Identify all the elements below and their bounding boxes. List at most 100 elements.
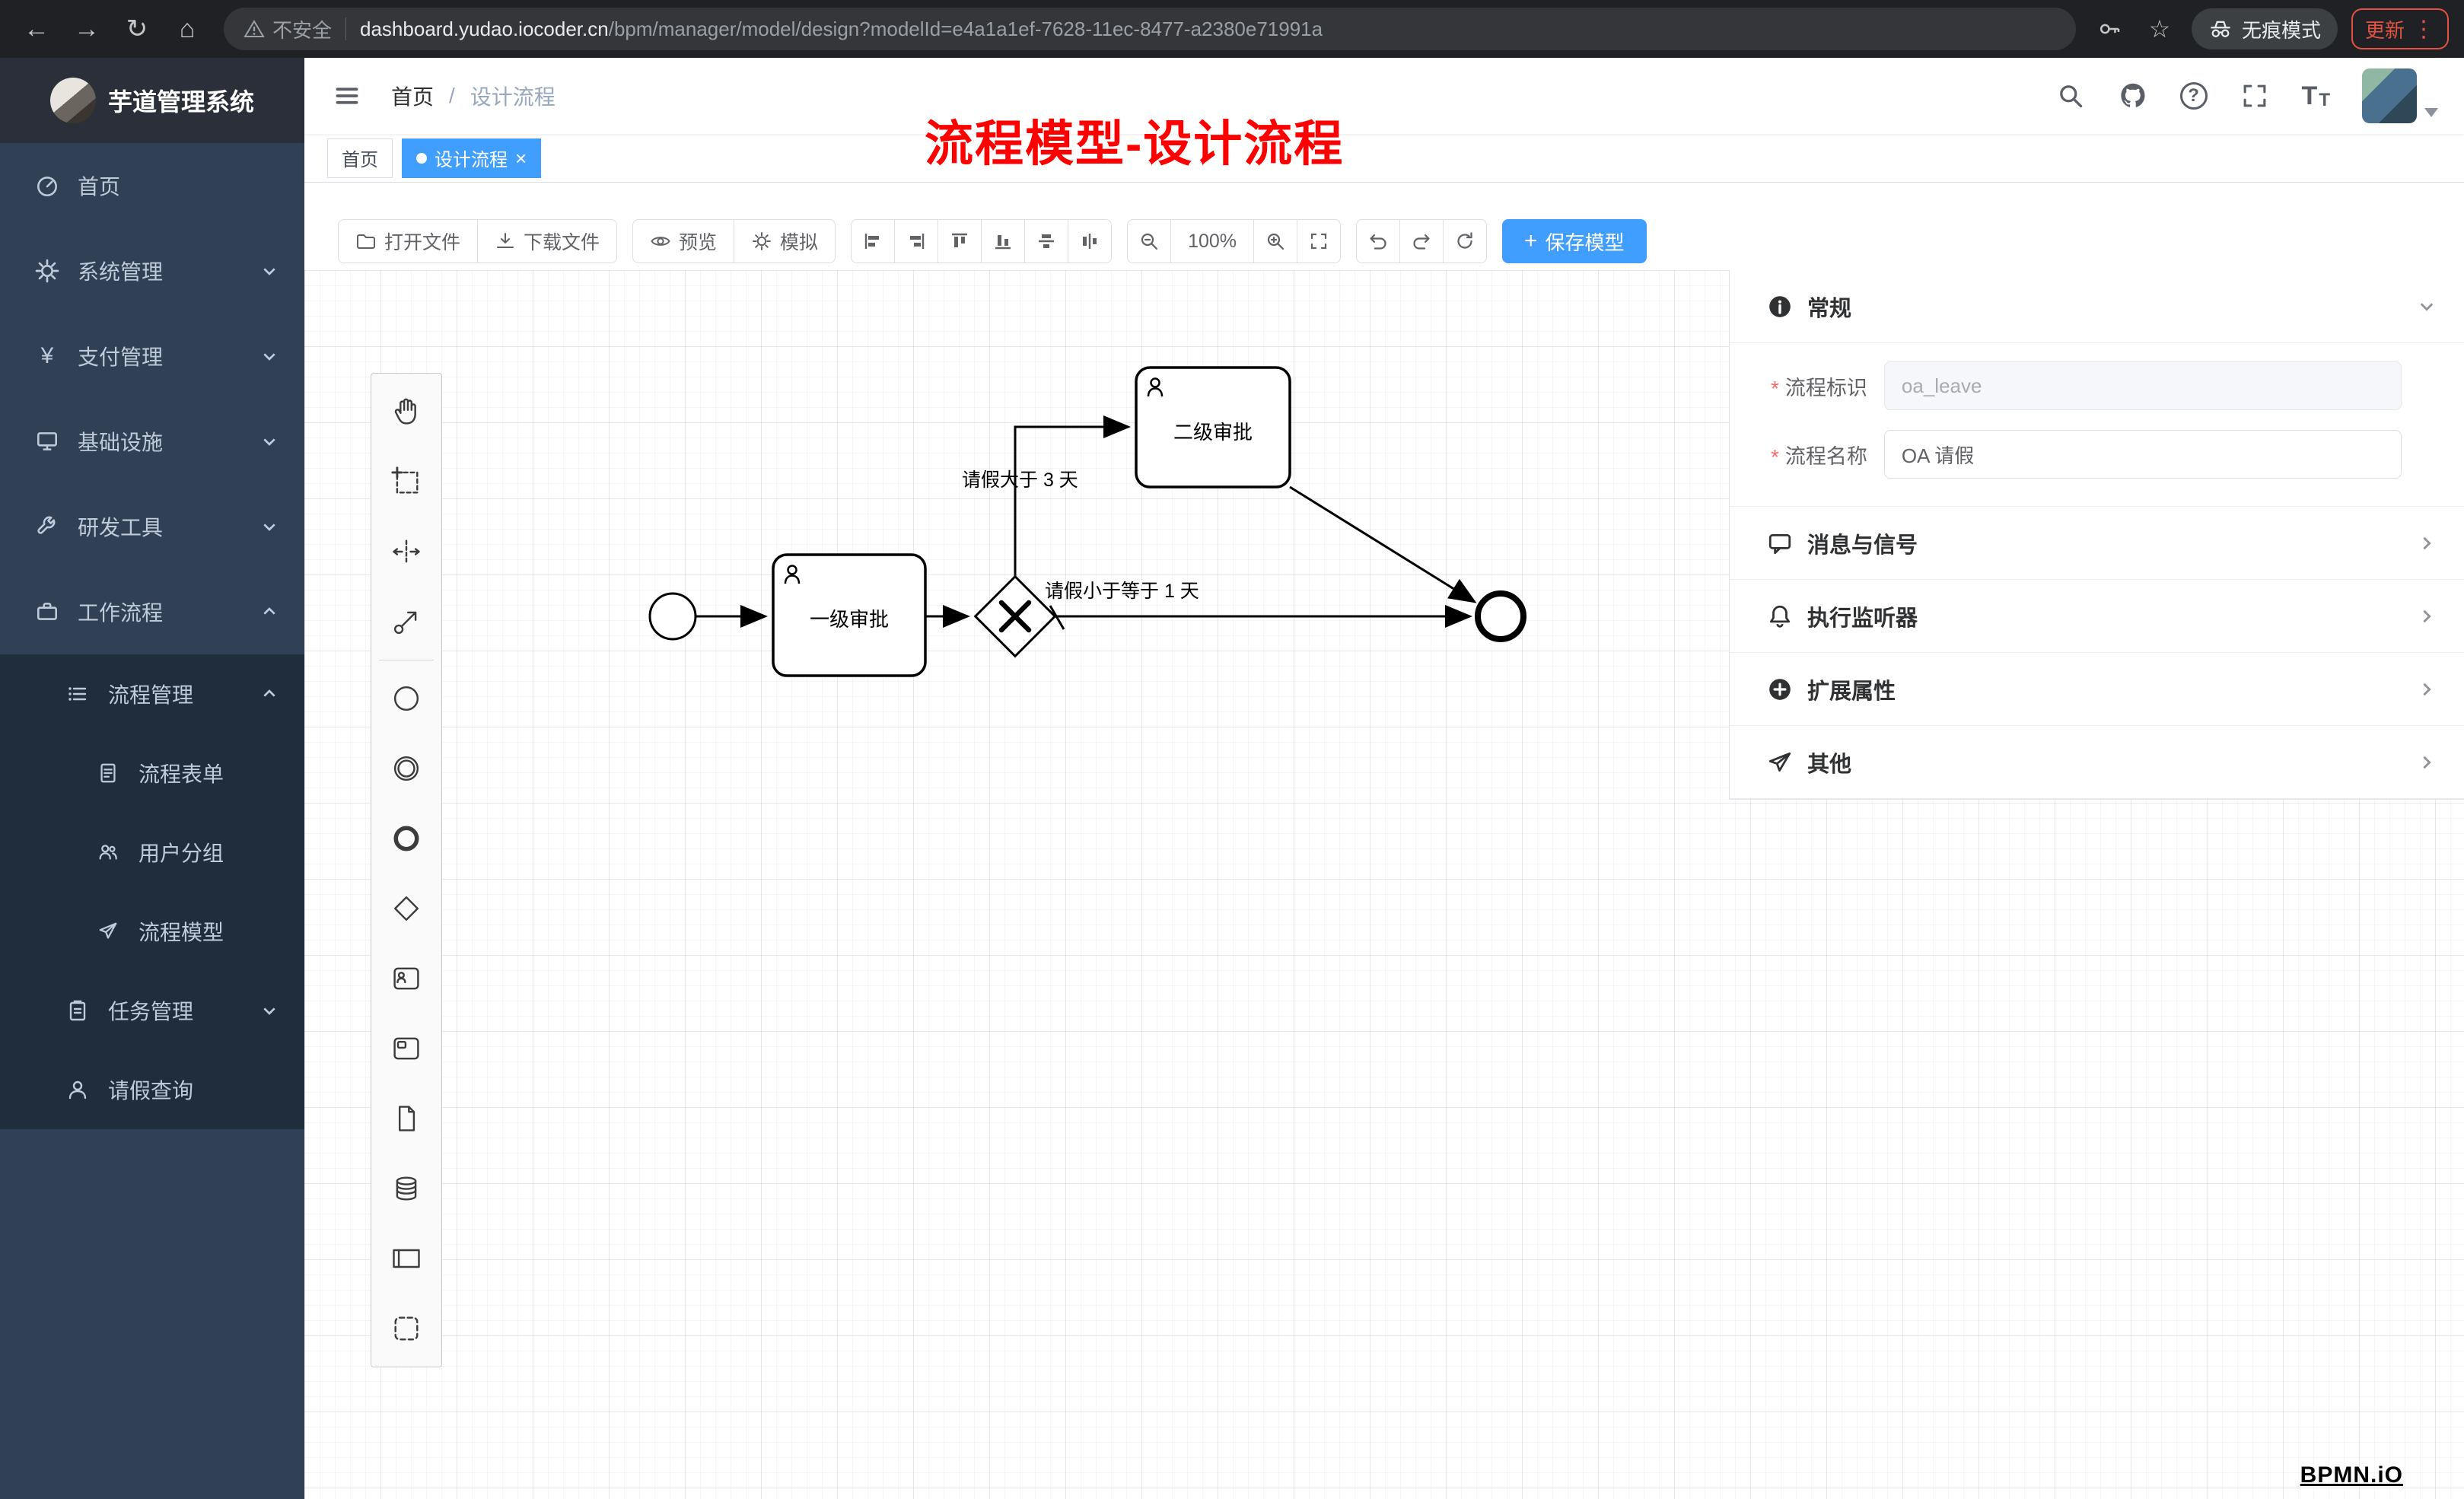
gateway-icon <box>394 896 419 921</box>
panel-section-execution-listener[interactable]: 执行监听器 <box>1730 580 2464 653</box>
flow-task2-to-end[interactable] <box>1289 485 1477 603</box>
hamburger-icon[interactable] <box>330 79 364 113</box>
sidebar-item-infrastructure[interactable]: 基础设施 <box>0 399 304 484</box>
download-file-button[interactable]: 下载文件 <box>477 219 618 263</box>
palette-create-participant[interactable] <box>371 1224 441 1294</box>
palette-create-user-task[interactable] <box>371 944 441 1014</box>
global-connect-icon <box>393 611 417 635</box>
not-secure-label[interactable]: 不安全 <box>272 18 333 42</box>
panel-section-extended-attributes[interactable]: 扩展属性 <box>1730 653 2464 726</box>
palette-create-group[interactable] <box>371 1294 441 1364</box>
align-bottom-button[interactable] <box>981 219 1026 263</box>
align-vertical-center-button[interactable] <box>1068 219 1113 263</box>
url-host: dashboard.yudao.iocoder.cn <box>360 17 609 40</box>
help-icon[interactable]: ? <box>2179 82 2208 110</box>
palette-create-end-event[interactable] <box>371 804 441 874</box>
close-icon[interactable]: × <box>515 146 527 170</box>
sidebar-item-process-form[interactable]: 流程表单 <box>0 734 304 813</box>
user-menu[interactable] <box>2362 68 2438 123</box>
back-icon[interactable]: ← <box>24 14 49 43</box>
chrome-update-button[interactable]: 更新 ⋮ <box>2351 8 2449 49</box>
align-horizontal-center-button[interactable] <box>1024 219 1069 263</box>
app-logo[interactable]: 芋道管理系统 <box>0 58 304 143</box>
align-right-icon <box>910 234 925 249</box>
preview-button[interactable]: 预览 <box>632 219 735 263</box>
palette-space-tool[interactable] <box>371 517 441 587</box>
process-name-input[interactable] <box>1883 430 2402 479</box>
palette-create-gateway[interactable] <box>371 874 441 944</box>
zoom-out-button[interactable] <box>1127 219 1172 263</box>
wrench-icon <box>33 513 61 540</box>
breadcrumb-separator: / <box>449 84 455 107</box>
flow-label-gt3[interactable]: 请假大于 3 天 <box>962 469 1078 491</box>
palette-global-connect-tool[interactable] <box>371 587 441 657</box>
start-event[interactable] <box>648 592 697 641</box>
bookmark-star-icon[interactable]: ☆ <box>2148 15 2171 43</box>
process-key-input[interactable] <box>1883 361 2402 410</box>
user-task-level1[interactable] <box>772 553 927 677</box>
palette-create-task[interactable] <box>371 1014 441 1084</box>
home-icon[interactable]: ⌂ <box>179 14 196 43</box>
sidebar-item-process-model[interactable]: 流程模型 <box>0 892 304 971</box>
palette-hand-tool[interactable] <box>371 377 441 447</box>
url-bar[interactable]: 不安全 dashboard.yudao.iocoder.cn /bpm/mana… <box>224 8 2076 50</box>
undo-button[interactable] <box>1356 219 1401 263</box>
sidebar-item-leave-query[interactable]: 请假查询 <box>0 1050 304 1129</box>
align-top-button[interactable] <box>938 219 982 263</box>
chevron-down-icon <box>260 262 279 280</box>
align-right-button[interactable] <box>894 219 939 263</box>
user-task-level2[interactable] <box>1135 366 1291 489</box>
panel-section-general[interactable]: 常规 <box>1730 270 2464 343</box>
palette-create-intermediate-event[interactable] <box>371 734 441 804</box>
omnibox-divider <box>345 18 347 40</box>
fullscreen-icon[interactable] <box>2240 81 2270 111</box>
undo-icon <box>1370 234 1386 250</box>
browser-chrome: ← → ↻ ⌂ 不安全 dashboard.yudao.iocoder.cn /… <box>0 0 2464 58</box>
open-file-button[interactable]: 打开文件 <box>338 219 479 263</box>
sidebar-item-process-management[interactable]: 流程管理 <box>0 654 304 734</box>
flow-gateway-to-task2[interactable] <box>1014 415 1131 577</box>
palette-create-data-store[interactable] <box>371 1154 441 1224</box>
save-model-button[interactable]: + 保存模型 <box>1502 219 1647 263</box>
palette-create-data-object[interactable] <box>371 1084 441 1154</box>
app-title: 芋道管理系统 <box>107 88 254 116</box>
palette-lasso-tool[interactable] <box>371 447 441 517</box>
zoom-reset-button[interactable] <box>1297 219 1342 263</box>
sidebar-item-home[interactable]: 首页 <box>0 143 304 228</box>
panel-section-message-signal[interactable]: 消息与信号 <box>1730 507 2464 580</box>
incognito-badge[interactable]: 无痕模式 <box>2191 8 2338 49</box>
field-label: 流程名称 <box>1784 444 1867 468</box>
zoom-in-button[interactable] <box>1253 219 1298 263</box>
avatar[interactable] <box>2362 68 2417 123</box>
forward-icon[interactable]: → <box>74 14 100 43</box>
align-left-button[interactable] <box>851 219 896 263</box>
palette-create-start-event[interactable] <box>371 664 441 734</box>
github-icon[interactable] <box>2118 81 2148 111</box>
participant-icon <box>393 1249 420 1268</box>
simulate-button[interactable]: 模拟 <box>734 219 836 263</box>
sidebar-item-payment[interactable]: ¥ 支付管理 <box>0 313 304 399</box>
panel-section-other[interactable]: 其他 <box>1730 726 2464 799</box>
breadcrumb-home[interactable]: 首页 <box>391 85 435 109</box>
end-event[interactable] <box>1475 590 1526 642</box>
reload-icon[interactable]: ↻ <box>126 14 148 43</box>
browser-menu-icon[interactable]: ⋮ <box>2412 16 2435 42</box>
sidebar-item-user-groups[interactable]: 用户分组 <box>0 813 304 892</box>
sidebar-item-task-management[interactable]: 任务管理 <box>0 971 304 1050</box>
start-event-icon <box>393 686 419 711</box>
search-icon[interactable] <box>2055 81 2086 111</box>
bpmn-canvas[interactable]: 一级审批 二级审批 请假大于 3 天 请假小于等于 1 天 <box>304 270 2464 1499</box>
bpmn-io-logo[interactable]: BPMN.iO <box>2300 1462 2403 1488</box>
tab-design-process[interactable]: 设计流程 × <box>402 138 542 178</box>
sidebar-item-dev-tools[interactable]: 研发工具 <box>0 484 304 569</box>
key-icon[interactable] <box>2091 11 2128 47</box>
sidebar-label: 流程模型 <box>138 921 224 944</box>
flow-label-le1[interactable]: 请假小于等于 1 天 <box>1045 581 1199 602</box>
redo-button[interactable] <box>1399 219 1444 263</box>
sidebar-item-workflow[interactable]: 工作流程 <box>0 569 304 654</box>
refresh-button[interactable] <box>1443 219 1488 263</box>
sidebar-item-system[interactable]: 系统管理 <box>0 228 304 313</box>
zoom-in-icon <box>1267 233 1285 250</box>
tab-home[interactable]: 首页 <box>327 138 393 178</box>
